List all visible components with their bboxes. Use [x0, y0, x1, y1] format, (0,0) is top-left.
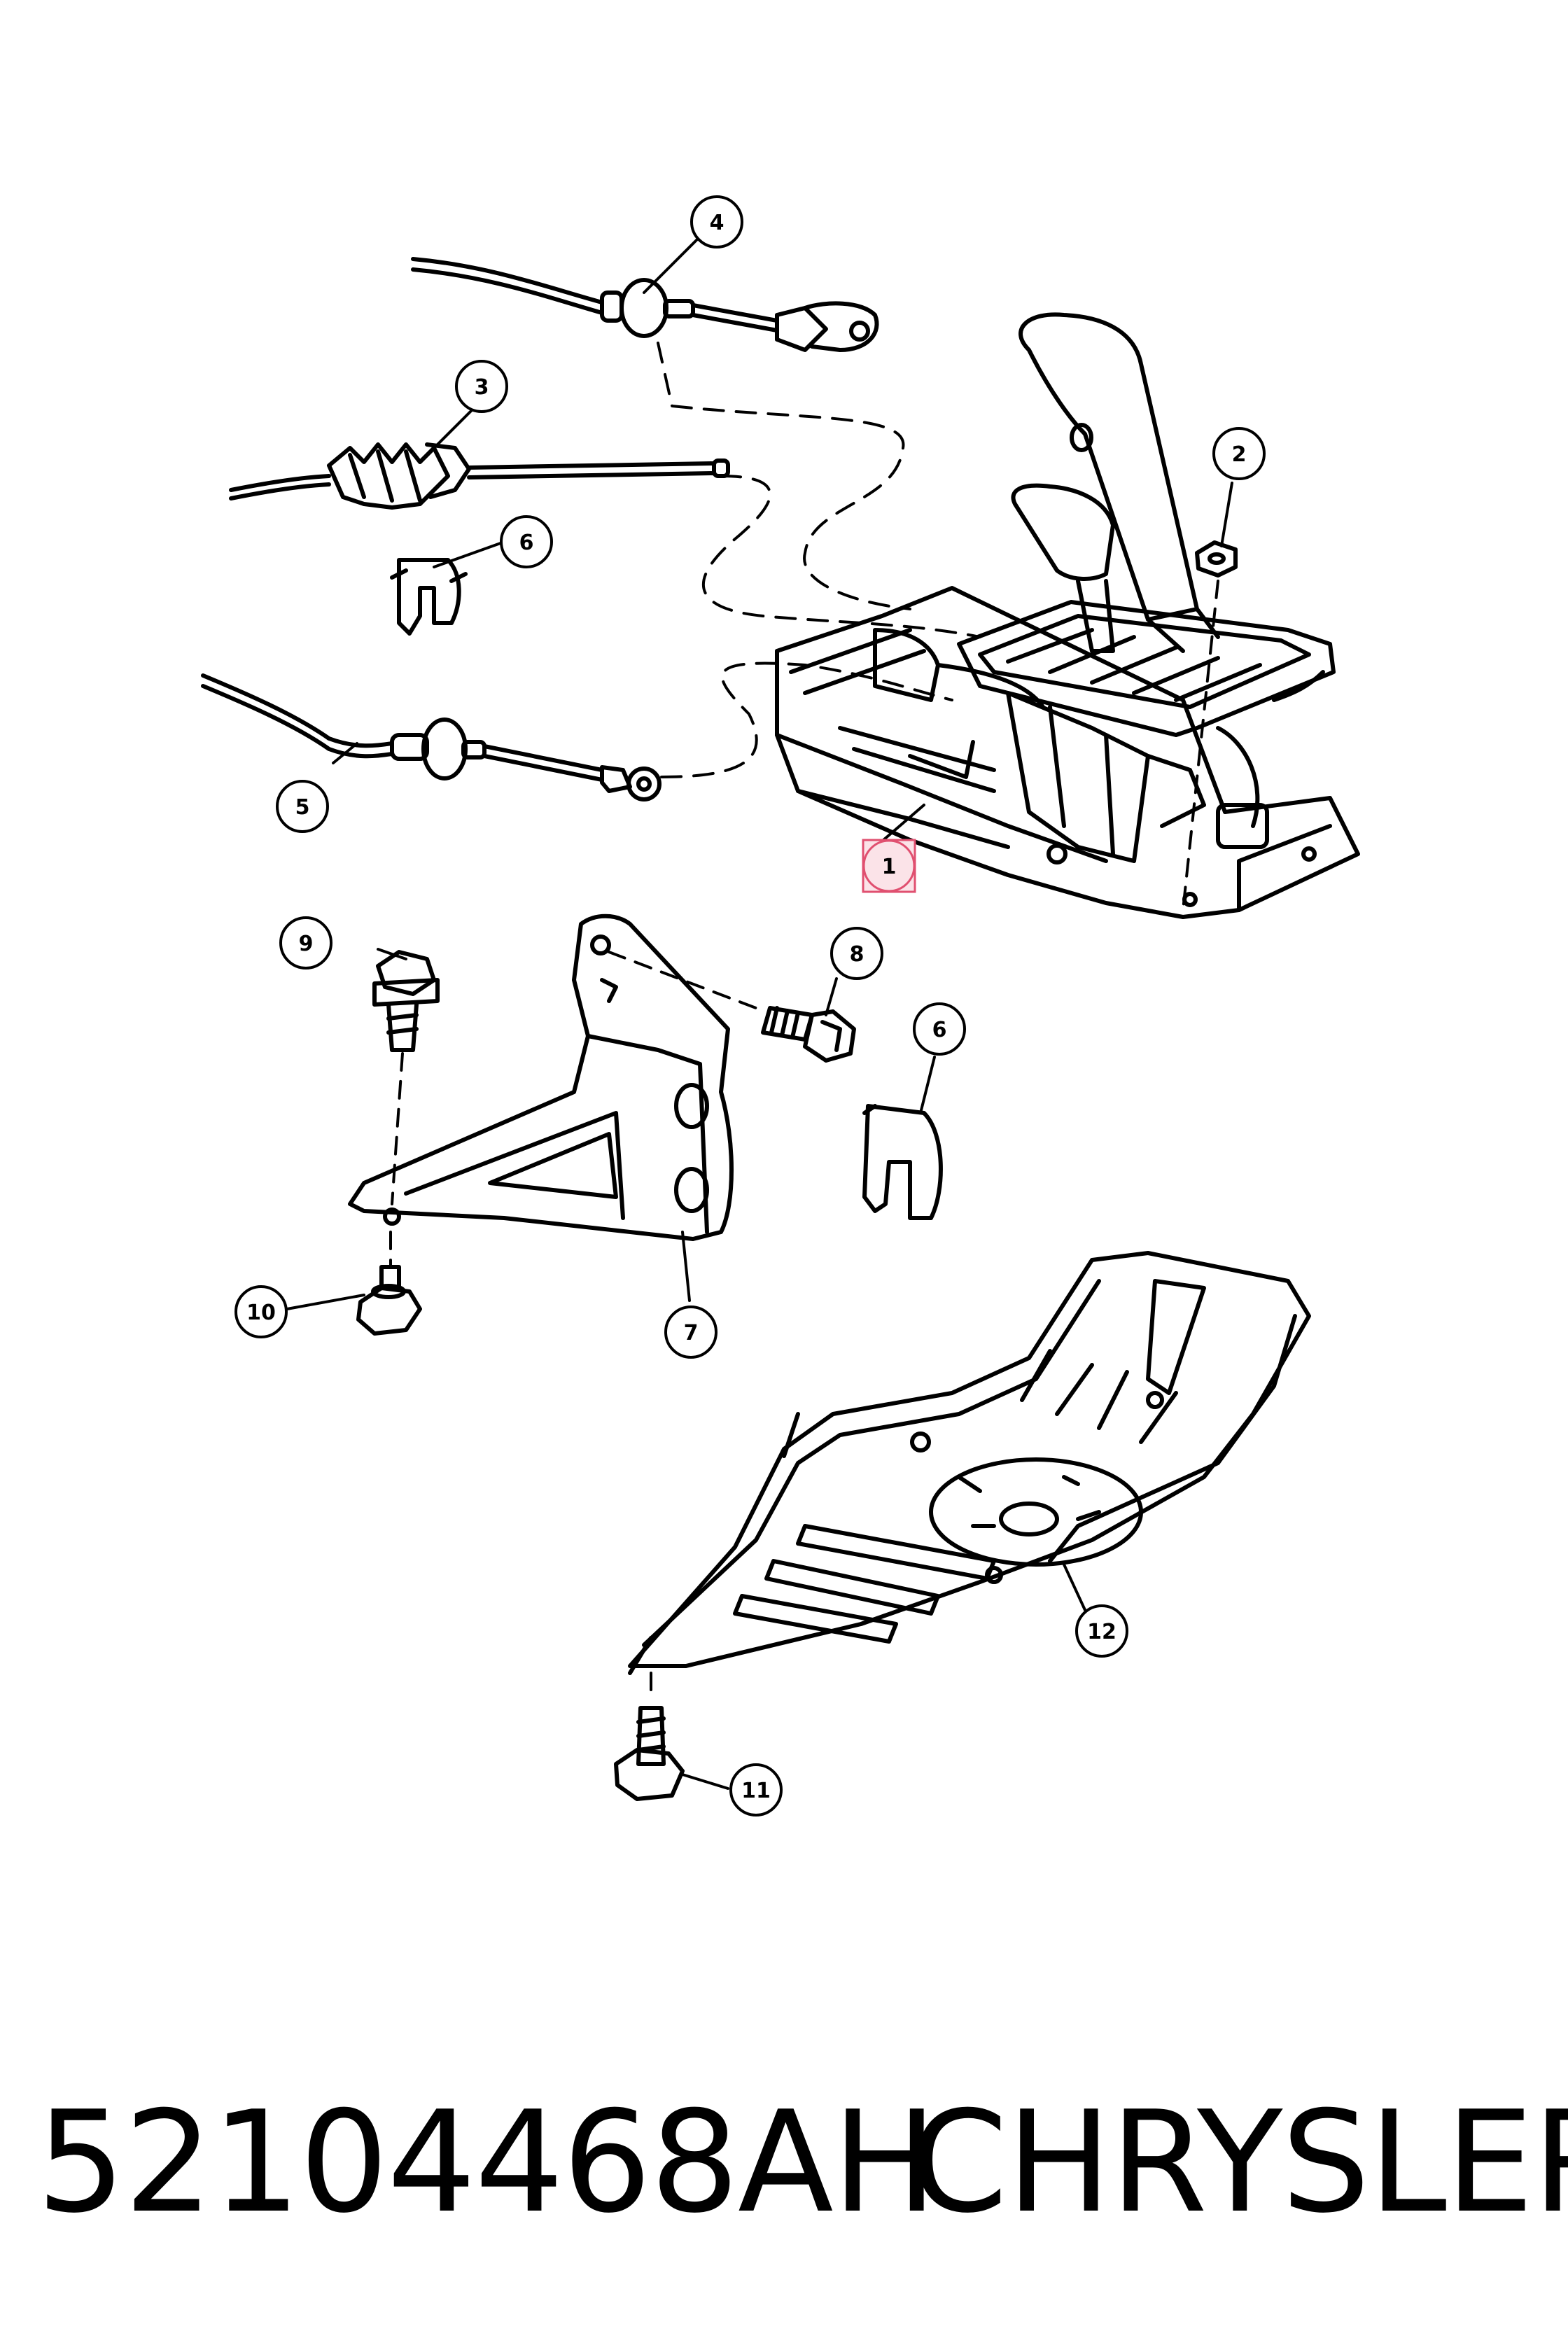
bolt-part-8	[761, 1006, 856, 1063]
callout-3-label: 3	[475, 375, 489, 400]
callout-4-label: 4	[710, 211, 724, 235]
skid-plate-part-12	[628, 1251, 1311, 1675]
nut-part-2	[1182, 540, 1238, 911]
cable-part-5	[201, 673, 662, 802]
callout-9-label: 9	[299, 932, 314, 956]
clip-part-6-upper	[390, 558, 468, 636]
callout-3[interactable]: 3	[455, 360, 508, 413]
callout-8-label: 8	[850, 942, 864, 967]
brand-name: CHRYSLER	[910, 2081, 1568, 2244]
clip-part-6-lower	[862, 1104, 943, 1220]
callout-1[interactable]: 1	[862, 839, 916, 893]
callout-6-lower[interactable]: 6	[913, 1002, 966, 1056]
callout-5-label: 5	[295, 795, 310, 820]
part-caption: 52104468AH CHRYSLER	[0, 2072, 1568, 2254]
callout-2[interactable]: 2	[1212, 427, 1266, 480]
cable-part-4	[411, 257, 879, 352]
parts-diagram: 1 2 3 4 5 6 6 7	[201, 195, 1360, 1816]
callout-10-label: 10	[246, 1301, 276, 1325]
cable-part-3	[229, 442, 730, 510]
callout-12[interactable]: 12	[1075, 1604, 1128, 1658]
callout-11-label: 11	[741, 1779, 771, 1803]
callout-9[interactable]: 9	[279, 916, 332, 969]
leader-lines	[286, 235, 1233, 1790]
callout-6-upper-label: 6	[519, 531, 534, 555]
callout-8[interactable]: 8	[830, 927, 883, 980]
callout-12-label: 12	[1087, 1620, 1116, 1644]
callout-6-upper[interactable]: 6	[500, 515, 553, 568]
callout-2-label: 2	[1232, 442, 1247, 467]
bracket-part-7	[348, 913, 757, 1241]
callouts: 1 2 3 4 5 6 6 7	[234, 195, 1266, 1816]
callout-11[interactable]: 11	[729, 1763, 783, 1816]
callout-4[interactable]: 4	[690, 195, 743, 248]
bolt-part-9	[372, 950, 440, 1205]
shifter-assembly-part-1	[657, 312, 1360, 919]
callout-10[interactable]: 10	[234, 1285, 288, 1338]
callout-7-label: 7	[684, 1321, 699, 1345]
bolt-part-11	[614, 1672, 685, 1801]
callout-6-lower-label: 6	[932, 1018, 947, 1042]
callout-5[interactable]: 5	[276, 780, 329, 833]
callout-7[interactable]: 7	[664, 1306, 718, 1359]
part-number: 52104468AH	[36, 2081, 937, 2244]
nut-part-10	[356, 1231, 422, 1336]
callout-1-label: 1	[882, 855, 897, 879]
